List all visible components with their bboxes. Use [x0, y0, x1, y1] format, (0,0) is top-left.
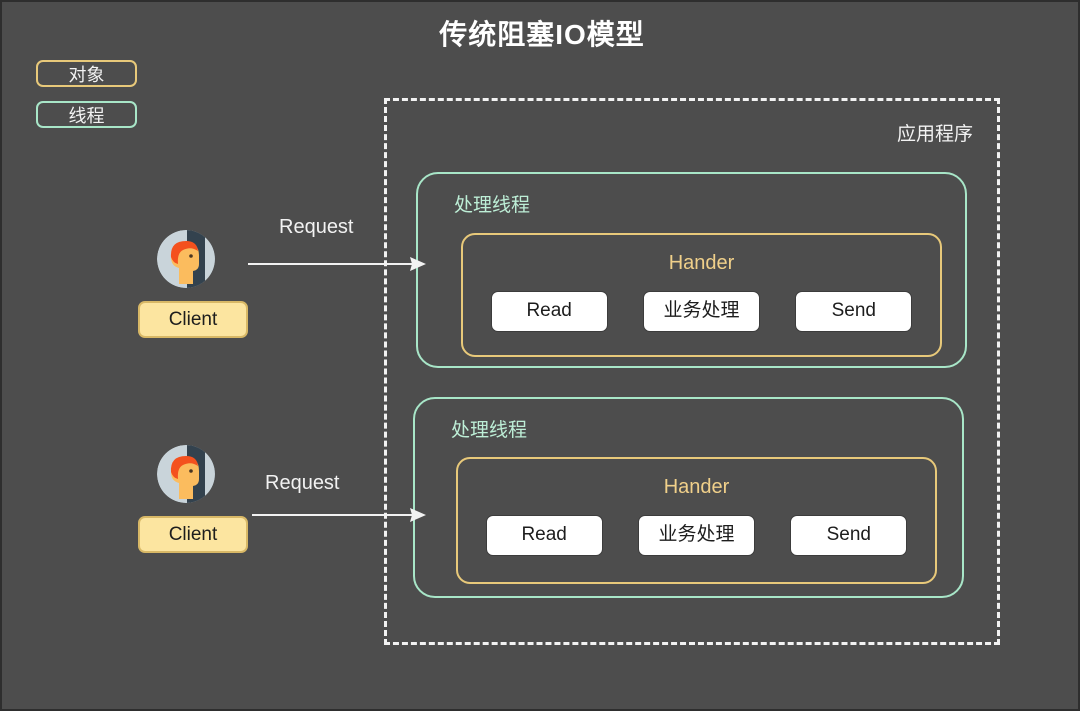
request-label-2: Request	[265, 472, 340, 494]
thread-container-1: 处理线程 Hander Read 业务处理 Send	[416, 172, 967, 368]
page-title: 传统阻塞IO模型	[439, 19, 645, 50]
client-label-2[interactable]: Client	[138, 516, 248, 553]
client-avatar-icon-2	[157, 445, 215, 503]
thread-label-1: 处理线程	[454, 195, 531, 216]
request-arrow-1	[248, 257, 426, 271]
client-label-1[interactable]: Client	[138, 301, 248, 338]
step-send-2[interactable]: Send	[790, 515, 908, 556]
step-send-1[interactable]: Send	[795, 291, 913, 332]
legend-item-thread: 线程	[36, 101, 137, 128]
handler-label-2: Hander	[663, 476, 730, 498]
step-read-2[interactable]: Read	[485, 515, 603, 556]
legend-thread-label: 线程	[68, 105, 105, 126]
step-business-2[interactable]: 业务处理	[637, 515, 755, 556]
handler-steps-1: Read 业务处理 Send	[463, 291, 940, 332]
step-read-1[interactable]: Read	[490, 291, 608, 332]
request-arrow-2	[252, 508, 426, 522]
user-profile-icon	[157, 445, 215, 503]
step-business-1[interactable]: 业务处理	[642, 291, 760, 332]
request-label-1: Request	[279, 216, 354, 238]
user-profile-icon	[157, 230, 215, 288]
legend-object-label: 对象	[68, 64, 105, 85]
handler-steps-2: Read 业务处理 Send	[458, 515, 935, 556]
handler-container-1: Hander Read 业务处理 Send	[461, 233, 942, 357]
client-avatar-icon-1	[157, 230, 215, 288]
thread-container-2: 处理线程 Hander Read 业务处理 Send	[413, 397, 964, 598]
legend-item-object: 对象	[36, 60, 137, 87]
handler-label-1: Hander	[668, 252, 735, 274]
handler-container-2: Hander Read 业务处理 Send	[456, 457, 937, 584]
thread-label-2: 处理线程	[451, 420, 528, 441]
application-container: 应用程序	[384, 98, 1000, 645]
application-label: 应用程序	[896, 124, 973, 145]
